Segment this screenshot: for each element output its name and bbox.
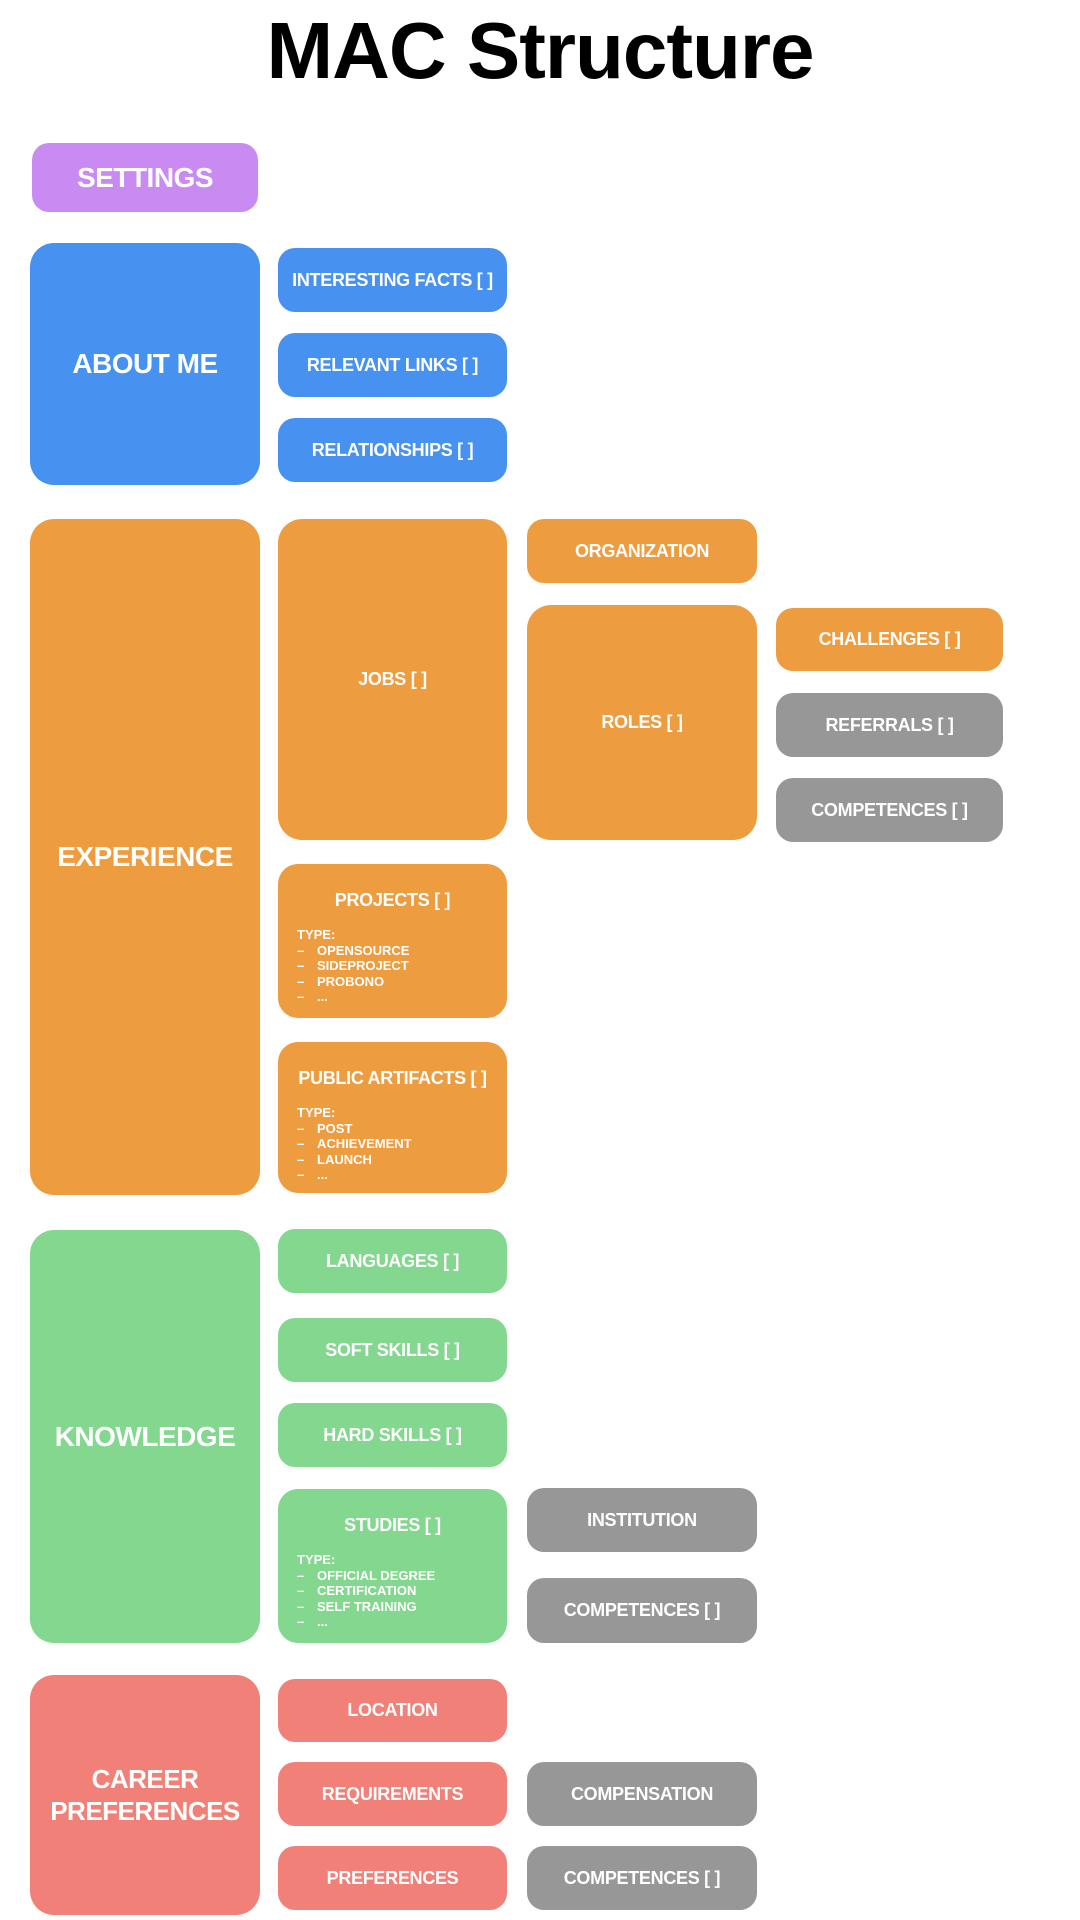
dash-bullet: –	[297, 1167, 305, 1182]
node-studies-competences: COMPETENCES [ ]	[527, 1578, 757, 1643]
dash-bullet: –	[297, 1151, 305, 1167]
node-roles: ROLES [ ]	[527, 605, 757, 840]
node-experience: EXPERIENCE	[30, 519, 260, 1195]
type-item-label: ...	[317, 989, 328, 1004]
node-preferences: PREFERENCES	[278, 1846, 507, 1910]
type-item-label: OFFICIAL DEGREE	[317, 1567, 436, 1583]
type-item-label: SIDEPROJECT	[317, 958, 409, 973]
type-item: – SIDEPROJECT	[297, 958, 497, 974]
node-public-artifacts: PUBLIC ARTIFACTS [ ] TYPE: – POST – ACHI…	[278, 1042, 507, 1193]
type-item: – ...	[297, 1614, 497, 1630]
node-projects: PROJECTS [ ] TYPE: – OPENSOURCE – SIDEPR…	[278, 864, 507, 1018]
node-referrals: REFERRALS [ ]	[776, 693, 1003, 757]
type-item-label: POST	[317, 1120, 353, 1136]
type-item: – POST	[297, 1121, 497, 1137]
node-compensation: COMPENSATION	[527, 1762, 757, 1826]
node-organization: ORGANIZATION	[527, 519, 757, 583]
type-item-label: PROBONO	[317, 973, 385, 989]
dash-bullet: –	[297, 942, 305, 958]
dash-bullet: –	[297, 958, 305, 973]
dash-bullet: –	[297, 1614, 305, 1629]
node-institution: INSTITUTION	[527, 1488, 757, 1552]
node-relevant-links: RELEVANT LINKS [ ]	[278, 333, 507, 397]
dash-bullet: –	[297, 1598, 305, 1614]
type-item-label: CERTIFICATION	[317, 1583, 417, 1598]
studies-label: STUDIES [ ]	[344, 1515, 441, 1535]
type-heading: TYPE:	[297, 1105, 336, 1120]
type-item: – ACHIEVEMENT	[297, 1136, 497, 1152]
node-hard-skills: HARD SKILLS [ ]	[278, 1403, 507, 1467]
public-artifacts-type-list: TYPE: – POST – ACHIEVEMENT – LAUNCH – ..…	[297, 1105, 497, 1183]
type-heading: TYPE:	[297, 1552, 336, 1567]
node-career-preferences: CAREER PREFERENCES	[30, 1675, 260, 1915]
node-knowledge: KNOWLEDGE	[30, 1230, 260, 1643]
node-requirements: REQUIREMENTS	[278, 1762, 507, 1826]
type-item: – CERTIFICATION	[297, 1583, 497, 1599]
type-item: – PROBONO	[297, 974, 497, 990]
node-challenges: CHALLENGES [ ]	[776, 608, 1003, 671]
dash-bullet: –	[297, 1136, 305, 1151]
type-item-label: SELF TRAINING	[317, 1598, 417, 1614]
type-item-label: ACHIEVEMENT	[317, 1136, 412, 1151]
type-item-label: ...	[317, 1167, 328, 1182]
type-item: – OFFICIAL DEGREE	[297, 1568, 497, 1584]
dash-bullet: –	[297, 1567, 305, 1583]
dash-bullet: –	[297, 1120, 305, 1136]
type-item-label: LAUNCH	[317, 1151, 372, 1167]
projects-type-list: TYPE: – OPENSOURCE – SIDEPROJECT – PROBO…	[297, 927, 497, 1005]
node-studies: STUDIES [ ] TYPE: – OFFICIAL DEGREE – CE…	[278, 1489, 507, 1643]
type-item: – ...	[297, 1167, 497, 1183]
type-item-label: OPENSOURCE	[317, 942, 410, 958]
node-roles-competences: COMPETENCES [ ]	[776, 778, 1003, 842]
node-relationships: RELATIONSHIPS [ ]	[278, 418, 507, 482]
node-soft-skills: SOFT SKILLS [ ]	[278, 1318, 507, 1382]
type-item-label: ...	[317, 1614, 328, 1629]
projects-label: PROJECTS [ ]	[334, 890, 451, 910]
node-interesting-facts: INTERESTING FACTS [ ]	[278, 248, 507, 312]
dash-bullet: –	[297, 973, 305, 989]
page-title: MAC Structure	[266, 6, 814, 95]
type-heading: TYPE:	[297, 927, 336, 942]
node-requirements-competences: COMPETENCES [ ]	[527, 1846, 757, 1910]
dash-bullet: –	[297, 989, 305, 1004]
studies-type-list: TYPE: – OFFICIAL DEGREE – CERTIFICATION …	[297, 1552, 497, 1630]
node-location: LOCATION	[278, 1679, 507, 1742]
node-jobs: JOBS [ ]	[278, 519, 507, 840]
type-item: – OPENSOURCE	[297, 943, 497, 959]
type-item: – ...	[297, 989, 497, 1005]
node-languages: LANGUAGES [ ]	[278, 1229, 507, 1293]
type-item: – SELF TRAINING	[297, 1599, 497, 1615]
node-about-me: ABOUT ME	[30, 243, 260, 485]
type-item: – LAUNCH	[297, 1152, 497, 1168]
dash-bullet: –	[297, 1583, 305, 1598]
public-artifacts-label: PUBLIC ARTIFACTS [ ]	[298, 1068, 487, 1088]
node-settings: SETTINGS	[32, 143, 258, 212]
